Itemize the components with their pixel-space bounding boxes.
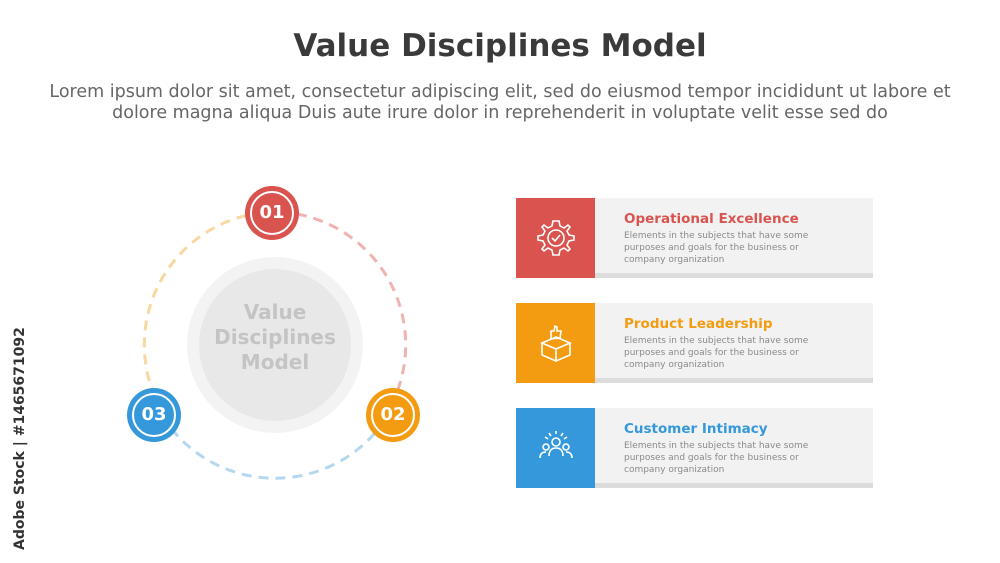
- card-product-leadership: Product Leadership Elements in the subje…: [516, 303, 873, 383]
- card-description: Elements in the subjects that have some …: [624, 231, 809, 265]
- cycle-arc-blue: [163, 419, 387, 480]
- badge-02-ring: [371, 393, 415, 437]
- card-title: Product Leadership: [624, 316, 773, 332]
- card-title: Customer Intimacy: [624, 421, 768, 437]
- card-shadow: [516, 273, 873, 278]
- page-subtitle: Lorem ipsum dolor sit amet, consectetur …: [49, 82, 951, 123]
- card-description: Elements in the subjects that have some …: [624, 336, 809, 370]
- badge-01-ring: [250, 191, 294, 235]
- gear-check-icon: [536, 220, 575, 256]
- card-description: Elements in the subjects that have some …: [624, 441, 809, 475]
- badge-01-outer: [245, 186, 299, 240]
- cycle-arc-yellow: [142, 210, 271, 398]
- card-icon-box: [516, 303, 595, 383]
- card-operational-excellence: Operational Excellence Elements in the s…: [516, 198, 873, 278]
- badge-03-number: 03: [141, 404, 167, 425]
- center-label-line2: Disciplines: [214, 325, 336, 349]
- badge-03-ring: [132, 393, 176, 437]
- card-customer-intimacy: Customer Intimacy Elements in the subjec…: [516, 408, 873, 488]
- box-thumbsup-icon: [539, 324, 572, 362]
- badge-02-number: 02: [380, 404, 406, 425]
- center-inner-circle: [199, 269, 351, 421]
- page-title: Value Disciplines Model: [293, 28, 707, 64]
- stock-watermark: Adobe Stock | #1465671092: [10, 320, 34, 550]
- cycle-arc-red: [279, 210, 408, 398]
- people-group-icon: [538, 431, 573, 459]
- card-shadow: [516, 378, 873, 383]
- center-label-line1: Value: [243, 300, 307, 324]
- badge-03-outer: [127, 388, 181, 442]
- center-label: Value Disciplines Model: [190, 300, 360, 375]
- stock-watermark-text: Adobe Stock | #1465671092: [12, 327, 28, 550]
- center-label-line3: Model: [240, 350, 310, 374]
- card-icon-box: [516, 198, 595, 278]
- card-icon-box: [516, 408, 595, 488]
- badge-02-outer: [366, 388, 420, 442]
- card-shadow: [516, 483, 873, 488]
- badge-01-number: 01: [259, 202, 285, 223]
- card-title: Operational Excellence: [624, 211, 799, 227]
